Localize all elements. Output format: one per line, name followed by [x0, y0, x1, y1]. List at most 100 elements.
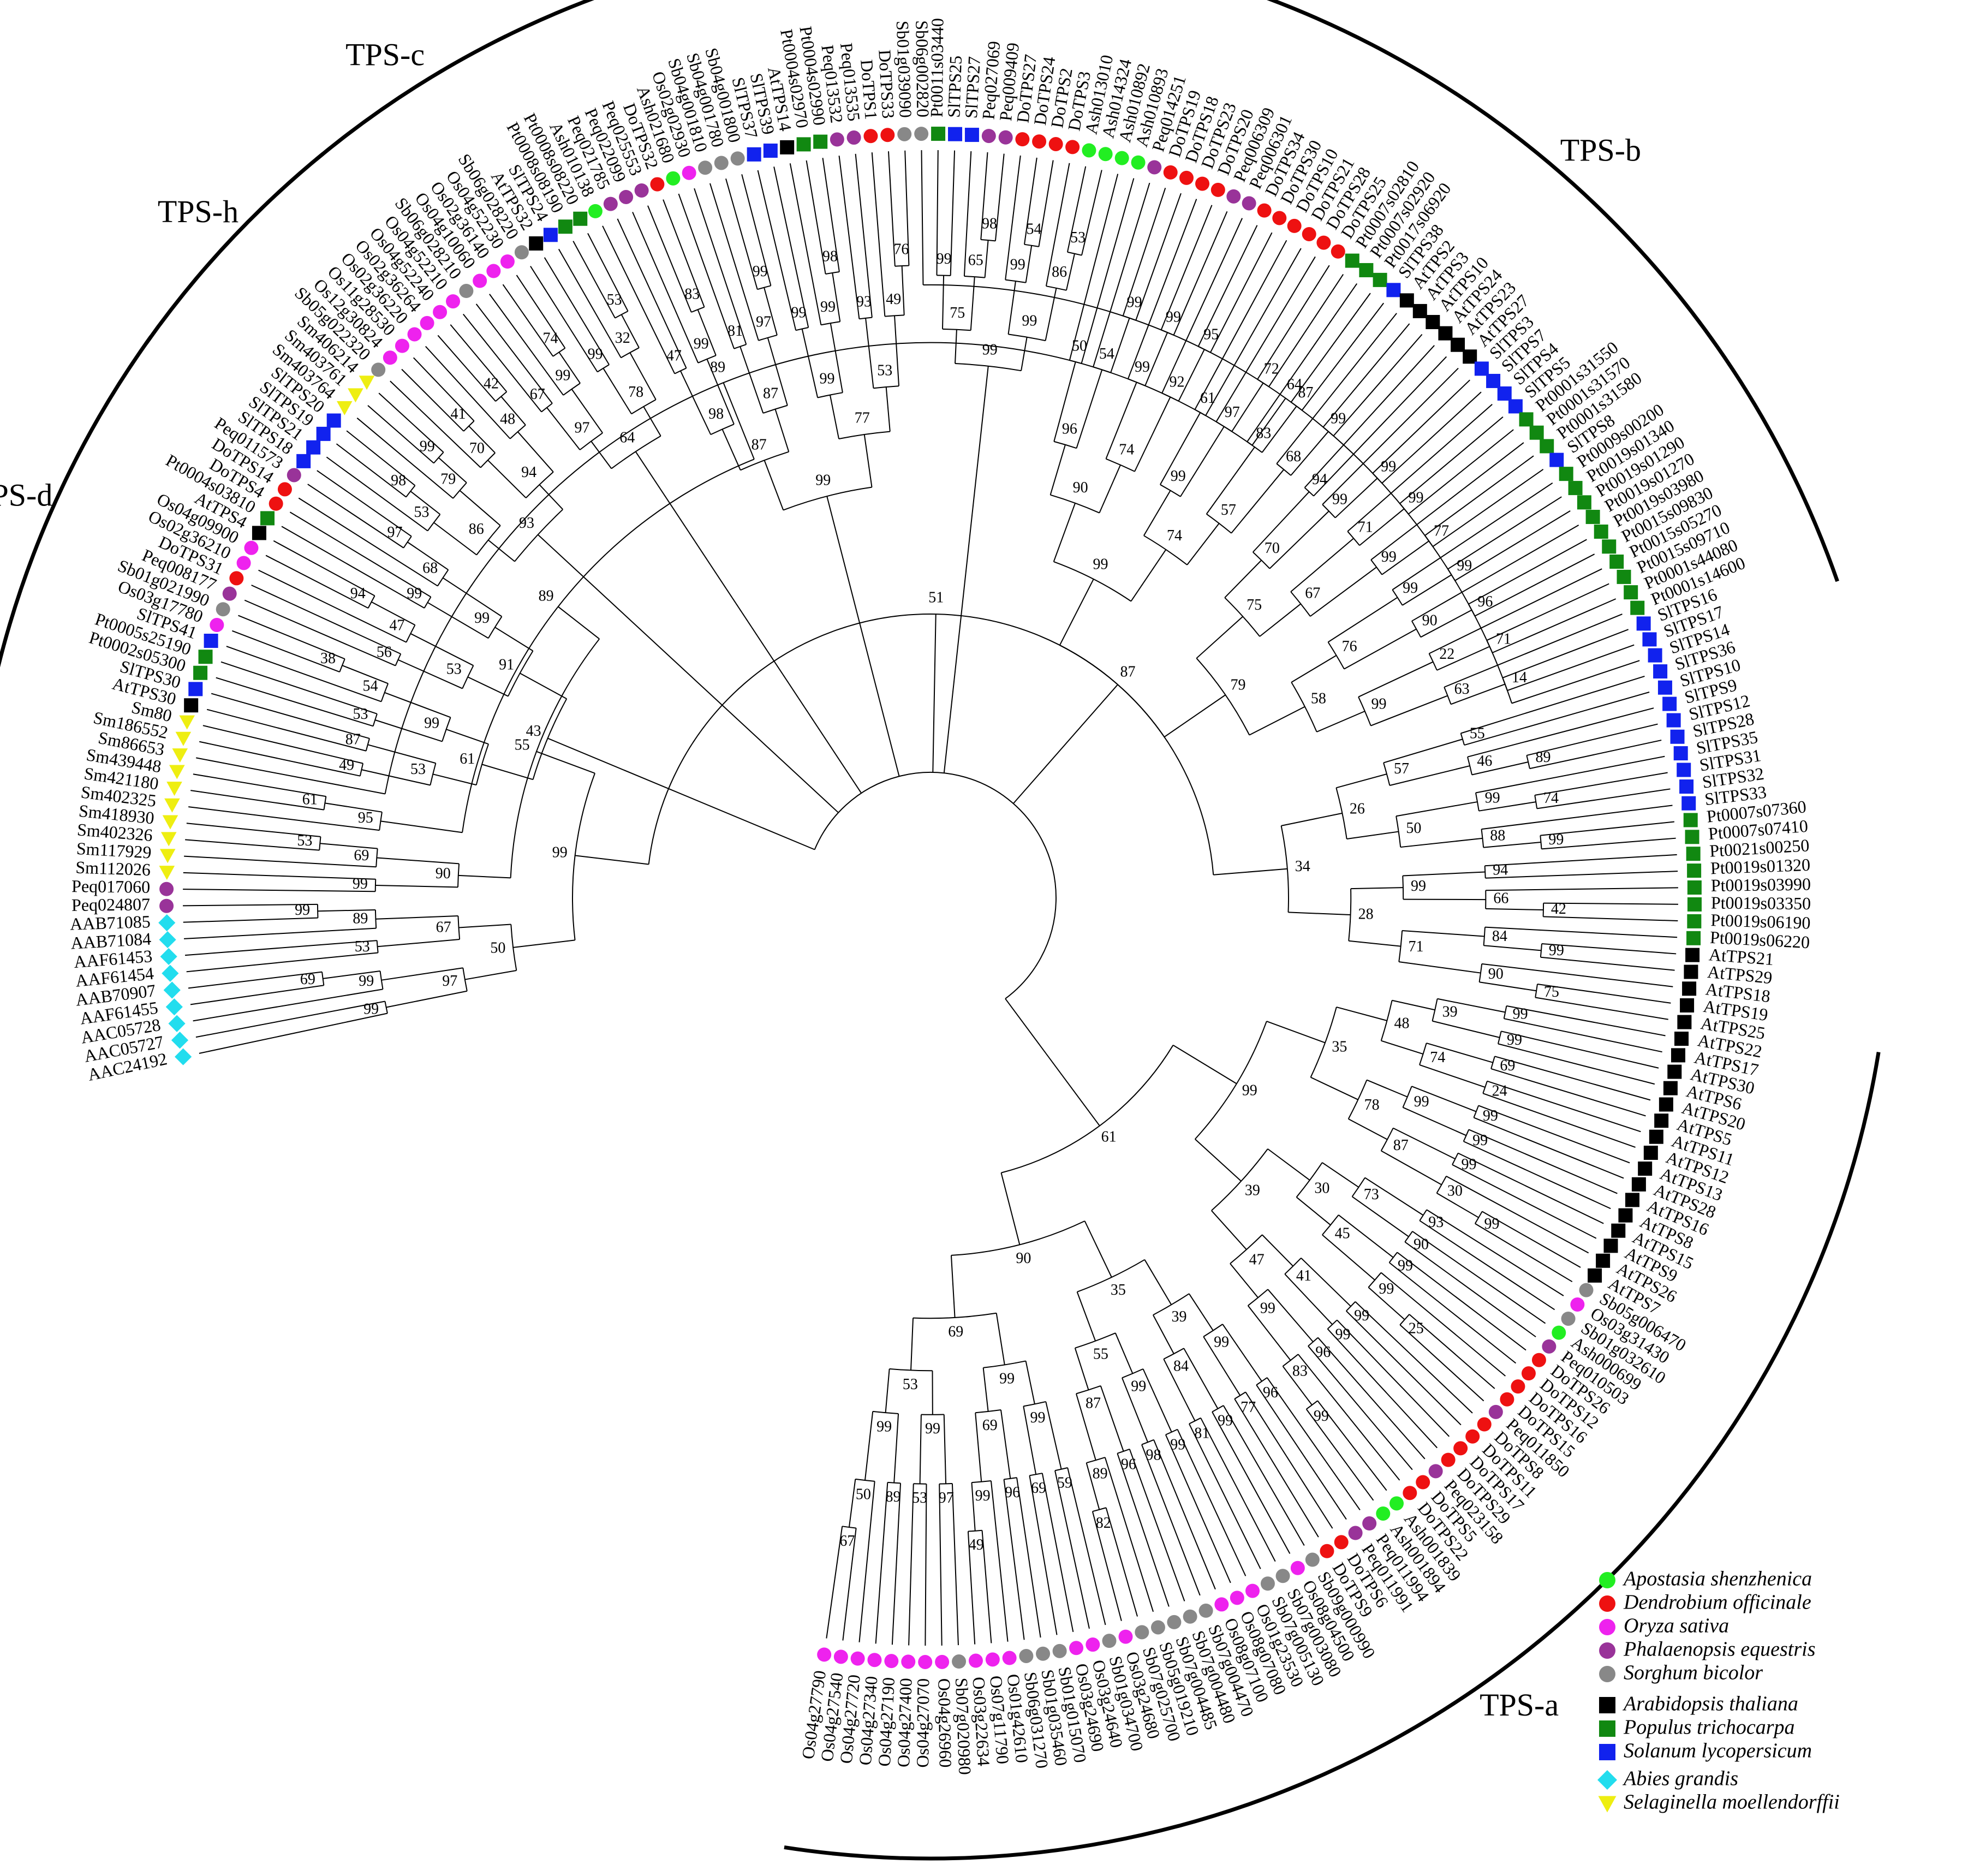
bootstrap-value: 77 — [1434, 522, 1449, 539]
branch-radial — [202, 725, 363, 764]
species-marker — [1245, 1583, 1260, 1598]
branch-arc — [1402, 1086, 1412, 1108]
branch-radial — [1426, 1043, 1493, 1063]
branch-radial — [190, 790, 324, 811]
branch-radial — [1463, 1141, 1611, 1210]
branch-radial — [1474, 553, 1595, 617]
branch-radial — [516, 275, 566, 349]
species-marker — [985, 1652, 1000, 1667]
species-marker — [897, 127, 912, 141]
bootstrap-value: 67 — [839, 1533, 855, 1550]
branch-radial — [1535, 997, 1668, 1020]
branch-radial — [950, 1255, 956, 1318]
bootstrap-value: 99 — [1483, 1107, 1498, 1124]
bootstrap-value: 39 — [1245, 1182, 1260, 1199]
bootstrap-value: 69 — [354, 847, 369, 864]
bootstrap-value: 79 — [440, 471, 456, 488]
branch-radial — [1355, 1301, 1473, 1414]
species-marker — [459, 284, 474, 299]
branch-radial — [1256, 1384, 1347, 1520]
bootstrap-value: 99 — [1170, 1437, 1185, 1454]
bootstrap-value: 43 — [526, 723, 541, 740]
branch-radial — [1143, 490, 1171, 536]
branch-radial — [1411, 1086, 1477, 1112]
branch-radial — [1093, 182, 1150, 367]
branch-radial — [1213, 868, 1287, 876]
branch-radial — [1251, 397, 1286, 446]
branch-radial — [184, 855, 377, 868]
species-marker — [1275, 1569, 1290, 1583]
branch-radial — [643, 406, 661, 437]
bootstrap-value: 99 — [876, 1419, 892, 1436]
bootstrap-value: 99 — [1214, 1334, 1229, 1351]
branch-radial — [936, 150, 939, 276]
branch-radial — [1486, 887, 1678, 891]
bootstrap-value: 99 — [1484, 1216, 1500, 1232]
branch-radial — [1195, 1139, 1242, 1182]
subfamily-arc — [784, 1052, 1881, 1861]
species-marker — [162, 964, 179, 982]
branch-radial — [1322, 1234, 1375, 1281]
species-marker — [229, 571, 244, 586]
branch-arc — [1483, 927, 1486, 946]
branch-radial — [1188, 1293, 1214, 1331]
branch-radial — [1173, 211, 1228, 336]
branch-radial — [822, 158, 840, 272]
species-marker — [236, 556, 251, 570]
species-marker — [588, 204, 603, 218]
species-marker — [998, 130, 1013, 145]
branch-radial — [537, 534, 839, 813]
branch-radial — [446, 729, 489, 745]
legend-swatch — [1599, 1666, 1615, 1682]
branch-radial — [432, 773, 476, 786]
branch-radial — [904, 150, 910, 266]
branch-arc — [1153, 1293, 1190, 1316]
branch-arc — [1322, 504, 1336, 519]
species-marker — [884, 1654, 899, 1669]
branch-radial — [1468, 1129, 1618, 1194]
branch-arc — [1198, 346, 1211, 353]
branch-radial — [864, 1411, 874, 1481]
branch-radial — [1432, 1020, 1500, 1038]
branch-radial — [1012, 684, 1118, 804]
bootstrap-value: 53 — [414, 504, 430, 521]
branch-radial — [1007, 281, 1016, 335]
species-marker — [1287, 218, 1302, 233]
species-marker — [1508, 399, 1523, 414]
branch-radial — [489, 294, 564, 396]
bootstrap-value: 74 — [1167, 527, 1182, 544]
branch-radial — [1290, 293, 1371, 403]
bootstrap-value: 99 — [820, 299, 836, 315]
branch-radial — [1304, 345, 1435, 489]
branch-radial — [995, 1313, 1005, 1365]
branch-radial — [1041, 1473, 1074, 1633]
branch-arc — [1346, 1301, 1356, 1312]
branch-radial — [1460, 676, 1645, 734]
bootstrap-value: 99 — [1414, 1093, 1429, 1110]
branch-radial — [1396, 801, 1478, 817]
branch-radial — [725, 178, 758, 290]
branch-arc — [359, 763, 364, 776]
bootstrap-value: 99 — [424, 714, 439, 731]
species-marker — [1667, 1064, 1682, 1079]
species-marker — [1272, 211, 1287, 225]
branch-radial — [1105, 382, 1137, 460]
subfamily-label: TPS-h — [158, 194, 238, 229]
branch-radial — [1308, 1345, 1413, 1470]
branch-radial — [1482, 963, 1673, 987]
branch-radial — [1399, 961, 1481, 974]
bootstrap-value: 99 — [1485, 790, 1500, 807]
branch-radial — [1005, 155, 1021, 280]
bootstrap-value: 49 — [339, 757, 354, 773]
tip-label: Sb01g039090 — [893, 20, 916, 118]
species-marker — [174, 1048, 192, 1065]
branch-radial — [829, 395, 839, 439]
branch-radial — [1084, 1220, 1112, 1278]
bootstrap-value: 74 — [1543, 790, 1559, 807]
species-marker — [160, 832, 177, 847]
species-marker — [1465, 1429, 1480, 1444]
species-marker — [1570, 1297, 1585, 1312]
branch-radial — [1086, 1462, 1100, 1510]
branch-backbone — [814, 772, 1057, 999]
branch-radial — [1458, 1152, 1604, 1224]
